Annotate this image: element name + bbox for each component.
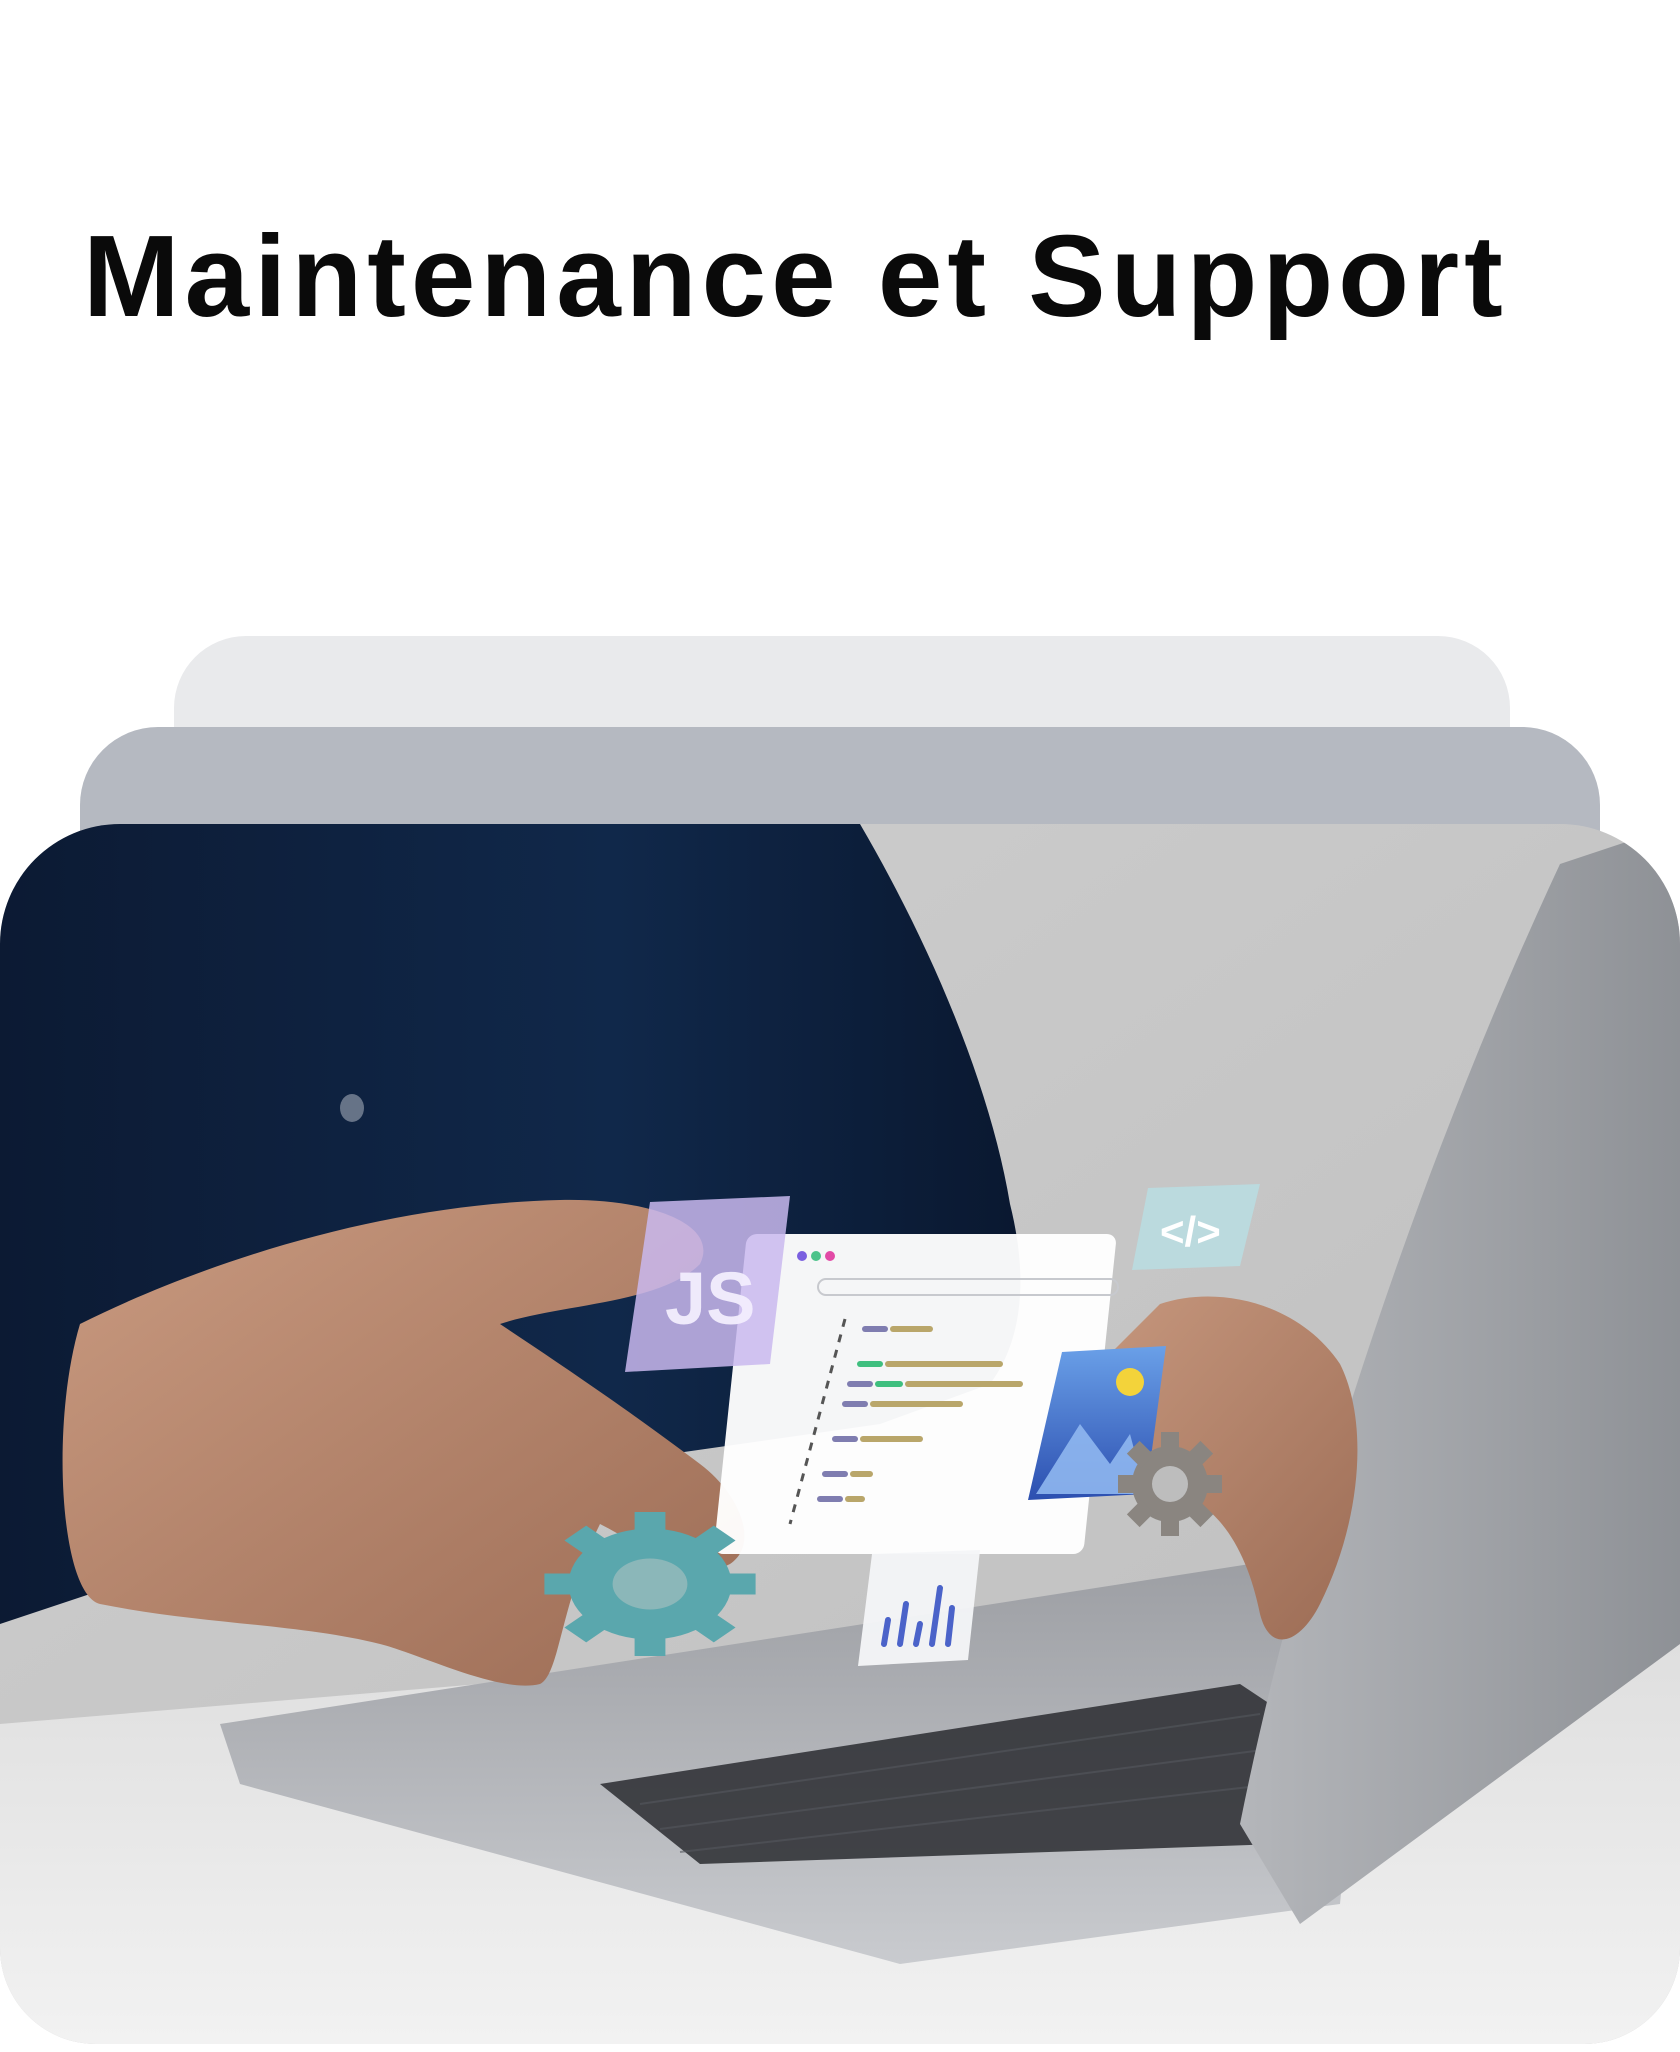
hero-photo: JS </> (0, 824, 1680, 2044)
svg-text:JS: JS (665, 1257, 756, 1340)
page-title: Maintenance et Support (83, 211, 1508, 341)
svg-text:</>: </> (1160, 1208, 1221, 1255)
js-badge-icon: JS (625, 1196, 790, 1372)
